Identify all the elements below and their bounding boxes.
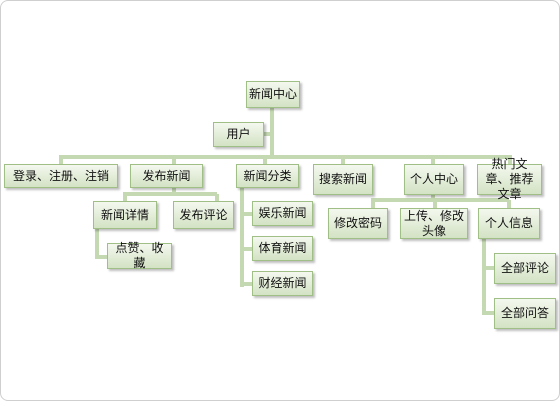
node-publish-news: 发布新闻: [130, 164, 203, 188]
node-news-category: 新闻分类: [236, 164, 299, 188]
node-like-favorite: 点赞、收藏: [107, 241, 172, 270]
node-hot-recommended: 热门文章、推荐文章: [477, 157, 542, 201]
node-entertainment-news: 娱乐新闻: [252, 201, 313, 226]
node-all-qa: 全部问答: [494, 298, 556, 329]
node-user: 用户: [213, 122, 264, 147]
node-finance-news: 财经新闻: [252, 271, 313, 296]
node-sports-news: 体育新闻: [252, 236, 313, 261]
node-personal-center: 个人中心: [404, 164, 464, 195]
node-login-register-logout: 登录、注册、注销: [4, 164, 118, 188]
node-all-comments: 全部评论: [494, 253, 556, 284]
node-news-detail: 新闻详情: [93, 201, 157, 229]
node-personal-info: 个人信息: [478, 208, 540, 239]
node-post-comment: 发布评论: [173, 201, 234, 229]
node-upload-avatar: 上传、修改头像: [400, 208, 468, 239]
node-search-news: 搜索新闻: [313, 164, 373, 195]
node-news-center: 新闻中心: [246, 81, 300, 108]
node-change-password: 修改密码: [328, 208, 388, 239]
